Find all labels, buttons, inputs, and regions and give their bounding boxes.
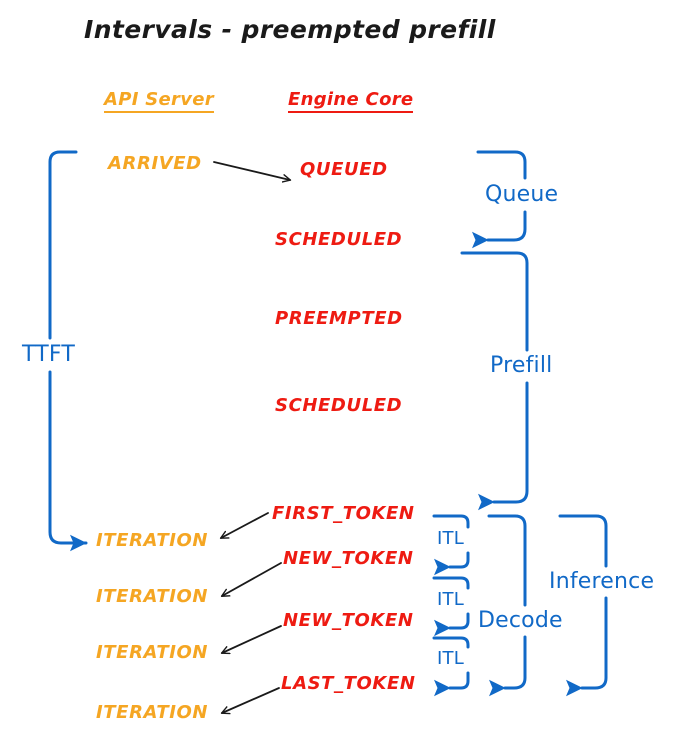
- event-preempted: PREEMPTED: [275, 308, 403, 329]
- arrow-new-token-2-to-iteration: [222, 625, 282, 653]
- event-iteration-3: ITERATION: [96, 642, 209, 663]
- interval-label-prefill: Prefill: [490, 353, 553, 378]
- event-queued: QUEUED: [300, 159, 388, 180]
- event-new-token-2: NEW_TOKEN: [283, 610, 414, 631]
- interval-label-decode: Decode: [478, 608, 563, 633]
- event-scheduled-2: SCHEDULED: [275, 395, 403, 416]
- event-scheduled-1: SCHEDULED: [275, 229, 403, 250]
- column-header-engine-core: Engine Core: [288, 91, 414, 113]
- interval-label-itl-2: ITL: [437, 589, 464, 610]
- arrow-arrived-to-queued: [213, 161, 290, 180]
- interval-label-ttft: TTFT: [22, 342, 75, 367]
- arrow-new-token-1-to-iteration: [222, 562, 282, 596]
- interval-label-itl-3: ITL: [437, 648, 464, 669]
- arrow-first-token-to-iteration: [221, 512, 269, 538]
- arrow-last-token-to-iteration: [222, 687, 280, 713]
- event-iteration-1: ITERATION: [96, 530, 209, 551]
- event-iteration-2: ITERATION: [96, 586, 209, 607]
- interval-label-inference: Inference: [549, 569, 655, 594]
- interval-label-queue: Queue: [485, 182, 559, 207]
- bracket-decode: [487, 514, 527, 697]
- page-title: Intervals - preempted prefill: [84, 15, 496, 44]
- column-header-api-server: API Server: [104, 91, 214, 113]
- interval-label-itl-1: ITL: [437, 528, 464, 549]
- event-last-token: LAST_TOKEN: [281, 673, 416, 694]
- event-new-token-1: NEW_TOKEN: [283, 548, 414, 569]
- event-arrived: ARRIVED: [108, 153, 202, 174]
- event-iteration-4: ITERATION: [96, 702, 209, 723]
- event-first-token: FIRST_TOKEN: [272, 503, 415, 524]
- bracket-inference: [558, 514, 608, 697]
